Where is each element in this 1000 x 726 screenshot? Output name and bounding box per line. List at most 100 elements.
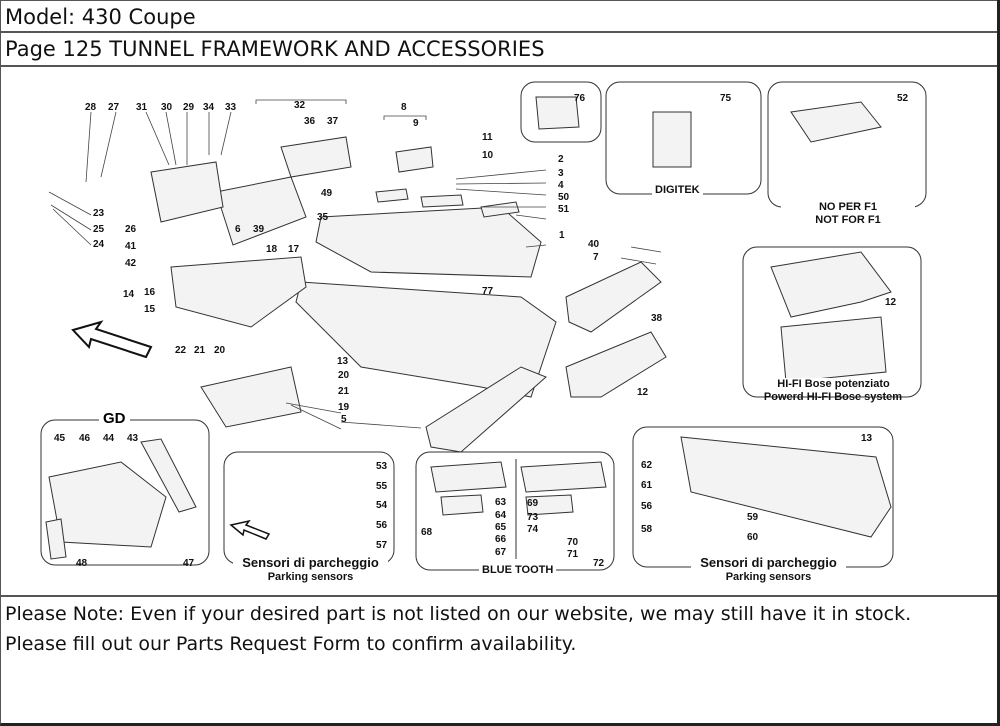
callout-73: 73 bbox=[527, 512, 539, 523]
grille-part-36 bbox=[280, 136, 352, 178]
callout-21: 21 bbox=[194, 345, 206, 356]
callout-65: 65 bbox=[495, 522, 507, 533]
callout-41: 41 bbox=[125, 241, 137, 252]
caption-parking-sensors-2-it: Sensori di parcheggio bbox=[691, 556, 846, 570]
caption-no-per-f1: NO PER F1 bbox=[781, 201, 915, 213]
callout-31: 31 bbox=[136, 102, 148, 113]
bracket-part-14 bbox=[170, 256, 307, 328]
inset-parking-sensors-1 bbox=[223, 451, 395, 565]
callout-48: 48 bbox=[76, 558, 88, 569]
callout-44: 44 bbox=[103, 433, 115, 444]
plate-part bbox=[150, 161, 224, 223]
callout-66: 66 bbox=[495, 534, 507, 545]
digitek-part-75 bbox=[652, 111, 692, 168]
callout-19: 19 bbox=[338, 402, 350, 413]
diagram-drawing bbox=[40, 81, 927, 571]
callout-9: 9 bbox=[413, 118, 419, 129]
ferrari-badge-part-76 bbox=[535, 96, 580, 130]
callout-28: 28 bbox=[85, 102, 97, 113]
callout-6: 6 bbox=[235, 224, 241, 235]
callout-64: 64 bbox=[495, 510, 507, 521]
callout-40: 40 bbox=[588, 239, 600, 250]
caption-parking-sensors-it: Sensori di parcheggio bbox=[233, 556, 388, 570]
switch-part-8 bbox=[395, 146, 434, 173]
callout-52: 52 bbox=[897, 93, 909, 104]
caption-parking-sensors-2-en: Parking sensors bbox=[725, 571, 812, 583]
callout-56: 56 bbox=[376, 520, 388, 531]
callout-62: 62 bbox=[641, 460, 653, 471]
model-title: Model: 430 Coupe bbox=[0, 0, 997, 33]
callout-32: 32 bbox=[294, 100, 306, 111]
callout-43: 43 bbox=[127, 433, 139, 444]
gd-pad-43 bbox=[140, 438, 197, 513]
gd-part-48 bbox=[45, 518, 67, 560]
inset-bose bbox=[742, 246, 922, 398]
callout-4: 4 bbox=[558, 180, 564, 191]
caption-bluetooth: BLUE TOOTH bbox=[479, 564, 557, 576]
caption-bose-it: HI-FI Bose potenziato bbox=[751, 378, 916, 390]
caption-gd: GD bbox=[99, 410, 130, 427]
callout-75: 75 bbox=[720, 93, 732, 104]
page-title: Page 125 TUNNEL FRAMEWORK AND ACCESSORIE… bbox=[0, 33, 997, 67]
callout-30: 30 bbox=[161, 102, 173, 113]
callout-14: 14 bbox=[123, 289, 135, 300]
bracket-part-19 bbox=[200, 366, 302, 428]
callout-12: 12 bbox=[637, 387, 649, 398]
callout-42: 42 bbox=[125, 258, 137, 269]
caption-digitek: DIGITEK bbox=[652, 184, 703, 196]
callout-20: 20 bbox=[214, 345, 226, 356]
callout-1: 1 bbox=[559, 230, 565, 241]
note-line-1: Please Note: Even if your desired part i… bbox=[5, 603, 912, 625]
panel-part-5 bbox=[425, 366, 547, 453]
callout-10: 10 bbox=[482, 150, 494, 161]
callout-35: 35 bbox=[317, 212, 329, 223]
callout-15: 15 bbox=[144, 304, 156, 315]
callout-27: 27 bbox=[108, 102, 120, 113]
callout-17: 17 bbox=[288, 244, 300, 255]
callout-72: 72 bbox=[593, 558, 605, 569]
callout-29: 29 bbox=[183, 102, 195, 113]
callout-56-b: 56 bbox=[641, 501, 653, 512]
callout-70: 70 bbox=[567, 537, 579, 548]
cover-part-12 bbox=[565, 331, 667, 398]
callout-3: 3 bbox=[558, 168, 564, 179]
callout-21b: 21 bbox=[338, 386, 350, 397]
callout-59: 59 bbox=[747, 512, 759, 523]
callout-69: 69 bbox=[527, 498, 539, 509]
callout-68: 68 bbox=[421, 527, 433, 538]
callout-25: 25 bbox=[93, 224, 105, 235]
inset-ferrari-logo bbox=[520, 81, 602, 143]
callout-34: 34 bbox=[203, 102, 215, 113]
callout-76: 76 bbox=[574, 93, 586, 104]
callout-23: 23 bbox=[93, 208, 105, 219]
callout-45: 45 bbox=[54, 433, 66, 444]
panel-part-38 bbox=[565, 261, 662, 333]
callout-39: 39 bbox=[253, 224, 265, 235]
callout-2: 2 bbox=[558, 154, 564, 165]
bezel-part-52 bbox=[790, 101, 882, 143]
callout-16: 16 bbox=[144, 287, 156, 298]
callout-77: 77 bbox=[482, 286, 494, 297]
callout-37: 37 bbox=[327, 116, 339, 127]
tunnel-part-13-sensor bbox=[680, 436, 892, 538]
console-part-1 bbox=[315, 206, 542, 278]
callout-53: 53 bbox=[376, 461, 388, 472]
callout-13-b: 13 bbox=[861, 433, 873, 444]
callout-57: 57 bbox=[376, 540, 388, 551]
callout-24: 24 bbox=[93, 239, 105, 250]
direction-arrow-icon bbox=[71, 320, 153, 359]
callout-20b: 20 bbox=[338, 370, 350, 381]
bose-amplifier bbox=[780, 316, 887, 383]
callout-54: 54 bbox=[376, 500, 388, 511]
callout-13: 13 bbox=[337, 356, 349, 367]
callout-11: 11 bbox=[482, 132, 493, 143]
caption-not-for-f1: NOT FOR F1 bbox=[815, 214, 881, 226]
callout-58: 58 bbox=[641, 524, 653, 535]
callout-18: 18 bbox=[266, 244, 278, 255]
callout-71: 71 bbox=[567, 549, 579, 560]
callout-49: 49 bbox=[321, 188, 333, 199]
callout-74: 74 bbox=[527, 524, 539, 535]
callout-50: 50 bbox=[558, 192, 570, 203]
callout-33: 33 bbox=[225, 102, 237, 113]
